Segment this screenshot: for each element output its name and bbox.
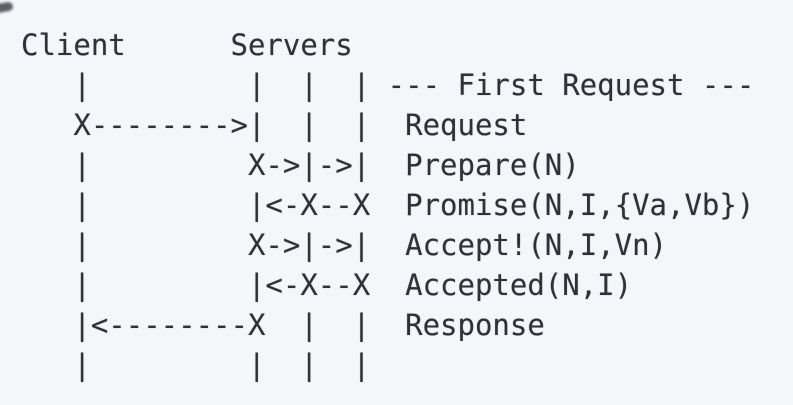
ascii-line-promise: | |<-X--X Promise(N,I,{Va,Vb}) (21, 188, 755, 222)
ascii-line-prepare: | X->|->| Prepare(N) (21, 148, 580, 182)
ascii-line-response: |<--------X | | Response (21, 308, 545, 342)
ascii-line-accepted: | |<-X--X Accepted(N,I) (21, 268, 633, 302)
ascii-line-first-request-header: | | | | --- First Request --- (21, 68, 755, 102)
ascii-line-actor-headers: Client Servers (21, 28, 353, 62)
ascii-line-request: X-------->| | | Request (21, 108, 528, 142)
paxos-ascii-sequence-diagram: Client Servers | | | | --- First Request… (21, 25, 754, 385)
ascii-line-lifelines-footer: | | | | (21, 348, 371, 382)
ascii-line-accept: | X->|->| Accept!(N,I,Vn) (21, 228, 668, 262)
screen-corner-artifact (0, 1, 14, 14)
